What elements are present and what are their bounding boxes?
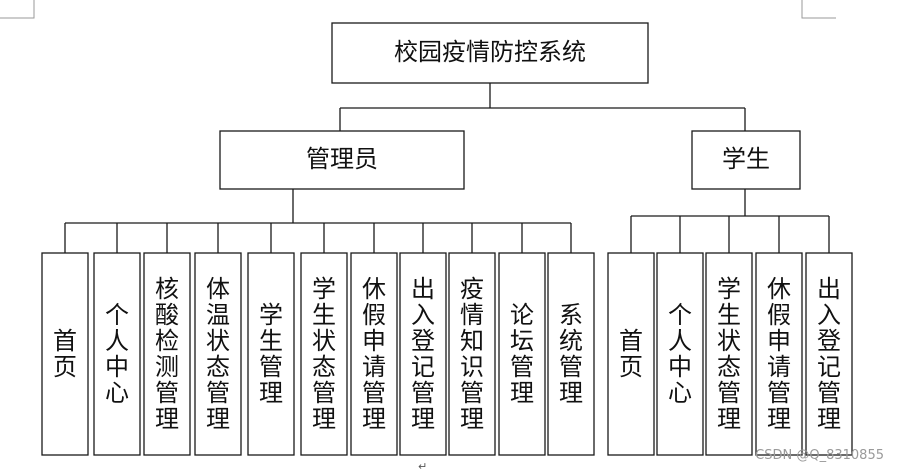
admin-module-home-label: 首页 <box>53 327 77 381</box>
student-module-student-status-label: 学生状态管理 <box>717 275 741 433</box>
admin-module-profile-label: 个人中心 <box>105 301 129 407</box>
student-modules: 首页 个人中心 学生状态管理 休假申请管理 出入登记管理 <box>607 252 853 456</box>
admin-module-nucleic-test: 核酸检测管理 <box>143 252 191 456</box>
admin-module-system-label: 系统管理 <box>559 301 583 407</box>
admin-modules: 首页 个人中心 核酸检测管理 体温状态管理 学生管理 学生状态管理 休假申请管理 <box>41 252 595 456</box>
page-corner-marks <box>0 0 836 19</box>
admin-module-student-status-label: 学生状态管理 <box>312 275 336 433</box>
student-module-profile-label: 个人中心 <box>668 301 692 407</box>
admin-module-student-status: 学生状态管理 <box>300 252 348 456</box>
node-root-label: 校园疫情防控系统 <box>394 38 586 66</box>
student-module-entry-exit-label: 出入登记管理 <box>817 275 841 433</box>
paragraph-return-mark: ↵ <box>418 460 427 473</box>
node-student-label: 学生 <box>722 145 770 173</box>
node-root: 校园疫情防控系统 <box>331 22 649 84</box>
admin-module-knowledge: 疫情知识管理 <box>448 252 496 456</box>
admin-module-profile: 个人中心 <box>93 252 141 456</box>
connector-lines <box>64 83 830 253</box>
admin-module-temperature-label: 体温状态管理 <box>206 275 230 433</box>
student-module-leave-label: 休假申请管理 <box>767 275 791 433</box>
student-module-entry-exit: 出入登记管理 <box>805 252 853 456</box>
admin-module-forum: 论坛管理 <box>498 252 546 456</box>
node-student: 学生 <box>691 130 801 190</box>
admin-module-entry-exit: 出入登记管理 <box>399 252 447 456</box>
student-module-student-status: 学生状态管理 <box>705 252 753 456</box>
admin-module-forum-label: 论坛管理 <box>510 301 534 407</box>
admin-module-system: 系统管理 <box>547 252 595 456</box>
node-admin-label: 管理员 <box>306 145 378 173</box>
node-admin: 管理员 <box>219 130 465 190</box>
admin-module-home: 首页 <box>41 252 89 456</box>
student-module-home-label: 首页 <box>619 327 643 381</box>
admin-module-students-label: 学生管理 <box>259 301 283 407</box>
admin-module-entry-exit-label: 出入登记管理 <box>411 275 435 433</box>
student-module-profile: 个人中心 <box>656 252 704 456</box>
admin-module-nucleic-test-label: 核酸检测管理 <box>155 275 179 433</box>
student-module-leave: 休假申请管理 <box>755 252 803 456</box>
student-module-home: 首页 <box>607 252 655 456</box>
admin-module-leave-label: 休假申请管理 <box>362 275 386 433</box>
admin-module-students: 学生管理 <box>247 252 295 456</box>
admin-module-temperature: 体温状态管理 <box>194 252 242 456</box>
csdn-watermark: CSDN @Q_8310855 <box>755 448 884 463</box>
admin-module-leave: 休假申请管理 <box>350 252 398 456</box>
admin-module-knowledge-label: 疫情知识管理 <box>460 275 484 433</box>
